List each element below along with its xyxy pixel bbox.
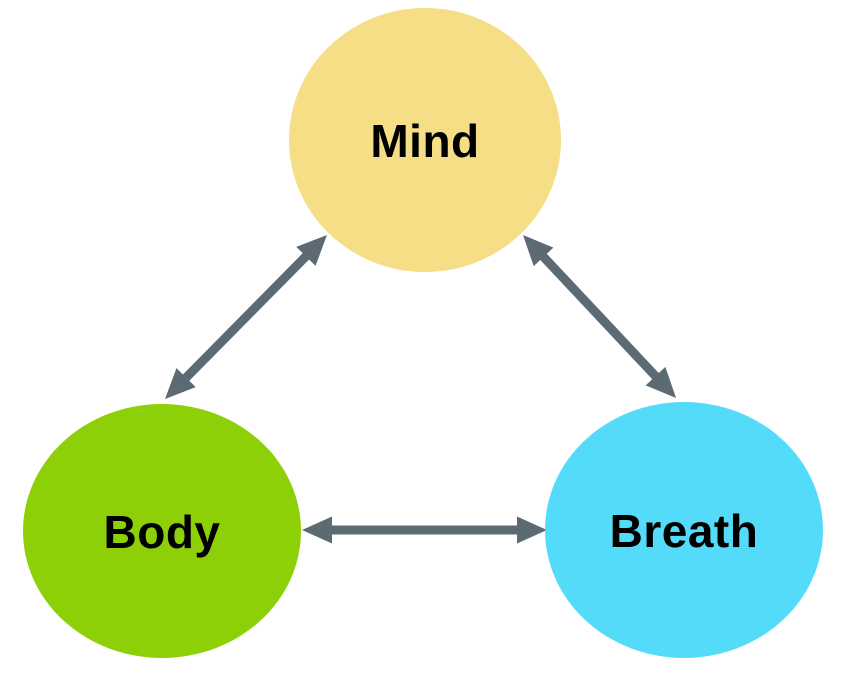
node-breath: Breath xyxy=(545,402,823,658)
arrowhead-body-end-icon xyxy=(165,368,196,399)
node-body-label: Body xyxy=(104,506,221,558)
node-mind-label: Mind xyxy=(370,115,479,167)
node-breath-circle xyxy=(545,402,823,658)
edge-mind-breath-arrow xyxy=(523,235,677,399)
edge-body-breath-arrow xyxy=(302,516,547,544)
arrowhead-mind-end-icon xyxy=(523,235,554,267)
node-mind-circle xyxy=(289,8,561,272)
arrowhead-mind-end-icon xyxy=(296,235,327,266)
arrow-shaft xyxy=(180,251,312,383)
node-body-circle xyxy=(23,404,301,658)
arrowhead-breath-end-icon xyxy=(645,366,677,399)
node-body: Body xyxy=(23,404,301,658)
arrow-shaft xyxy=(538,251,661,382)
node-breath-label: Breath xyxy=(610,505,759,557)
edge-mind-body-arrow xyxy=(165,235,327,399)
arrowhead-breath-end-icon xyxy=(517,516,547,544)
arrowhead-body-end-icon xyxy=(302,516,332,544)
node-mind: Mind xyxy=(289,8,561,272)
